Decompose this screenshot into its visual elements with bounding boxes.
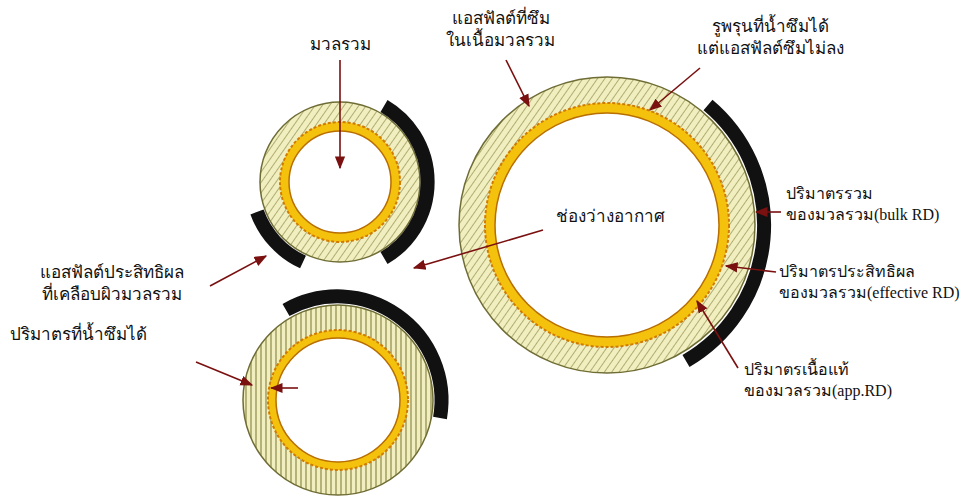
- callout-label: ปริมาตรเนื้อแท้ ของมวลรวม(app.RD): [744, 360, 892, 402]
- callout-label: ปริมาตรที่น้ำซึมได้: [10, 324, 147, 346]
- large-aggregate: [459, 77, 755, 373]
- callout-label: ช่องว่างอากาศ: [556, 206, 665, 228]
- callout-label: ปริมาตรประสิทธิผล ของมวลรวม(effective RD…: [779, 262, 960, 304]
- bottom-aggregate: [243, 305, 433, 495]
- callout-label: มวลรวม: [310, 34, 371, 56]
- callout-label: แอสฟัลต์ประสิทธิผล ที่เคลือบผิวมวลรวม: [40, 262, 184, 306]
- callout-label: แอสฟัลต์ที่ซึม ในเนื้อมวลรวม: [446, 8, 555, 52]
- callout-label: ปริมาตรรวม ของมวลรวม(bulk RD): [786, 184, 939, 226]
- callout-label: รูพรุนที่น้ำซึมได้ แต่แอสฟัลต์ซึมไม่ลง: [697, 16, 844, 60]
- leader-arrows: [196, 60, 781, 388]
- asphalt-coating: [257, 105, 764, 418]
